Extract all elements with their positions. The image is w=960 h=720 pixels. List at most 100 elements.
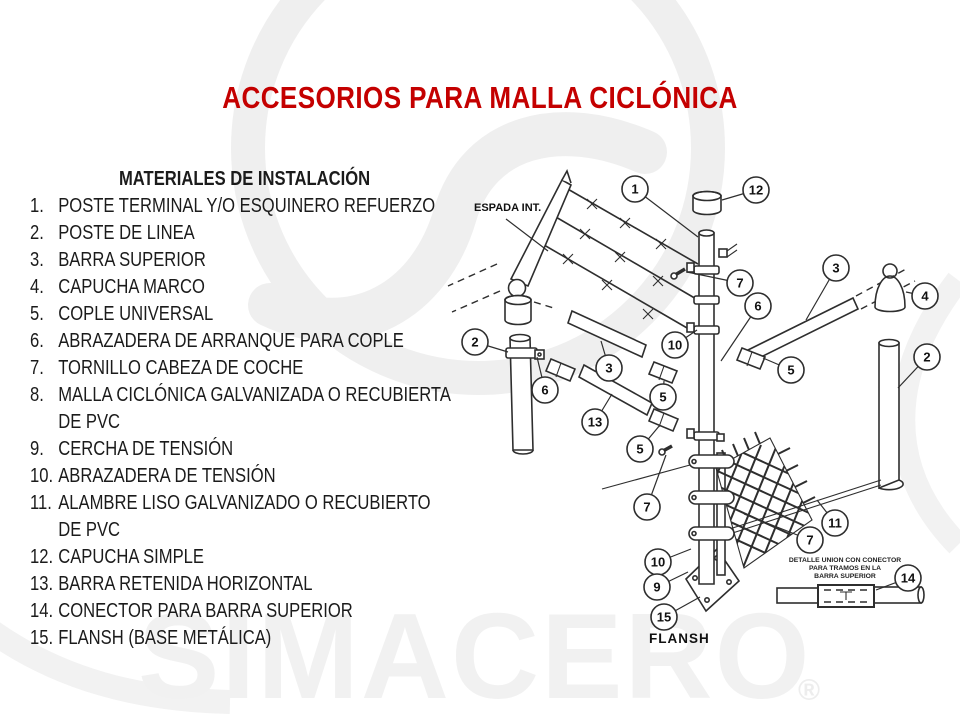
callout-5: 5 bbox=[649, 383, 677, 411]
callout-3: 3 bbox=[595, 354, 623, 382]
material-item-number: 13. bbox=[30, 573, 54, 595]
watermark-ring bbox=[231, 0, 725, 395]
svg-text:7: 7 bbox=[643, 500, 650, 515]
callout-12: 12 bbox=[742, 176, 770, 204]
material-item-number: 1. bbox=[30, 195, 44, 217]
material-item: 9.CERCHA DE TENSIÓN bbox=[30, 436, 462, 463]
material-item-number: 5. bbox=[30, 303, 44, 325]
material-item: 8.MALLA CICLÓNICA GALVANIZADA O RECUBIER… bbox=[30, 382, 462, 436]
detail-caption-line2: PARA TRAMOS EN LA bbox=[809, 565, 881, 572]
detail-caption-line3: BARRA SUPERIOR bbox=[814, 573, 876, 580]
rails-and-couplers bbox=[544, 267, 916, 433]
material-item-number: 15. bbox=[30, 627, 54, 649]
universal-coupler bbox=[647, 360, 679, 385]
registered-mark-icon: ® bbox=[798, 674, 820, 707]
line-post-right bbox=[878, 338, 904, 491]
page-title: ACCESORIOS PARA MALLA CICLÓNICA bbox=[222, 80, 738, 115]
callout-6: 6 bbox=[744, 292, 772, 320]
svg-text:10: 10 bbox=[651, 555, 665, 570]
callout-5: 5 bbox=[626, 435, 654, 463]
barb-marks bbox=[562, 198, 667, 320]
clamp-ear bbox=[534, 349, 545, 360]
material-item: 7.TORNILLO CABEZA DE COCHE bbox=[30, 355, 462, 382]
callout-7: 7 bbox=[633, 493, 661, 521]
material-item-label: BARRA SUPERIOR bbox=[58, 249, 206, 271]
material-item-number: 9. bbox=[30, 438, 44, 460]
material-item: 5. COPLE UNIVERSAL bbox=[30, 301, 462, 328]
svg-text:3: 3 bbox=[832, 261, 839, 276]
svg-text:12: 12 bbox=[749, 183, 763, 198]
top-rail-segment bbox=[567, 309, 647, 359]
espada-tip bbox=[561, 169, 572, 184]
svg-text:13: 13 bbox=[588, 415, 602, 430]
universal-coupler bbox=[544, 357, 577, 383]
material-item: 1. POSTE TERMINAL Y/O ESQUINERO REFUERZO bbox=[30, 193, 462, 220]
material-item: 14.CONECTOR PARA BARRA SUPERIOR bbox=[30, 598, 462, 625]
material-item: 11.ALAMBRE LISO GALVANIZADO O RECUBIERTO… bbox=[30, 490, 462, 544]
retained-bar bbox=[577, 363, 654, 417]
espada-label: ESPADA INT. bbox=[474, 202, 541, 214]
svg-text:14: 14 bbox=[901, 571, 916, 586]
callout-4: 4 bbox=[911, 282, 939, 310]
svg-text:6: 6 bbox=[754, 299, 761, 314]
material-item-label: TORNILLO CABEZA DE COCHE bbox=[58, 357, 304, 379]
callout-3: 3 bbox=[822, 254, 850, 282]
carriage-bolt bbox=[670, 267, 686, 280]
svg-text:5: 5 bbox=[659, 390, 666, 405]
material-item-number: 2. bbox=[30, 222, 44, 244]
material-item: 13.BARRA RETENIDA HORIZONTAL bbox=[30, 571, 462, 598]
material-item-number: 10. bbox=[30, 465, 54, 487]
band-ear bbox=[686, 322, 695, 333]
material-item: 3.BARRA SUPERIOR bbox=[30, 247, 462, 274]
connector-detail bbox=[776, 584, 925, 608]
band-ear bbox=[686, 262, 695, 273]
material-item-label: CAPUCHA MARCO bbox=[58, 276, 205, 298]
material-item-label: POSTE DE LINEA bbox=[58, 222, 195, 244]
watermark-swoosh bbox=[248, 112, 667, 342]
svg-text:5: 5 bbox=[787, 363, 794, 378]
callout-15: 15 bbox=[650, 603, 678, 631]
svg-text:1: 1 bbox=[631, 182, 638, 197]
svg-text:7: 7 bbox=[736, 276, 743, 291]
callout-11: 11 bbox=[821, 509, 849, 537]
tension-bar bbox=[716, 452, 726, 576]
material-item-number: 6. bbox=[30, 330, 44, 352]
espada-label-leader bbox=[505, 218, 549, 252]
material-item-number: 11. bbox=[30, 492, 52, 514]
callout-10: 10 bbox=[661, 331, 689, 359]
material-item-label: FLANSH (BASE METÁLICA) bbox=[58, 627, 272, 649]
callout-2: 2 bbox=[461, 328, 489, 356]
callout-13: 13 bbox=[581, 408, 609, 436]
materials-panel: MATERIALES DE INSTALACIÓN 1.POSTE TERMIN… bbox=[30, 166, 462, 652]
material-item-number: 12. bbox=[30, 546, 54, 568]
svg-text:4: 4 bbox=[921, 289, 929, 304]
callout-5: 5 bbox=[777, 356, 805, 384]
svg-text:5: 5 bbox=[636, 442, 643, 457]
flansh-label: FLANSH bbox=[649, 631, 710, 646]
material-item-label: BARRA RETENIDA HORIZONTAL bbox=[58, 573, 313, 595]
material-item-label: COPLE UNIVERSAL bbox=[58, 303, 214, 325]
callout-6: 6 bbox=[531, 376, 559, 404]
watermark-arc-right bbox=[891, 272, 960, 554]
material-item-label: CAPUCHA SIMPLE bbox=[58, 546, 204, 568]
svg-text:2: 2 bbox=[923, 350, 930, 365]
simple-cap bbox=[692, 190, 722, 216]
material-item-label: POSTE TERMINAL Y/O ESQUINERO REFUERZO bbox=[58, 195, 436, 217]
callout-10: 10 bbox=[644, 548, 672, 576]
watermark-wordmark: SIMACERO bbox=[138, 588, 811, 720]
watermark-arc-left bbox=[0, 622, 231, 714]
materials-list: 1. POSTE TERMINAL Y/O ESQUINERO REFUERZO 2… bbox=[30, 193, 462, 652]
post-band bbox=[693, 265, 720, 275]
callout-1: 1 bbox=[621, 175, 649, 203]
post-clamp bbox=[505, 347, 538, 359]
material-item: 10.ABRAZADERA DE TENSIÓN bbox=[30, 463, 462, 490]
callout-9: 9 bbox=[643, 573, 671, 601]
band-ear bbox=[686, 428, 695, 439]
callout-14: 14 bbox=[894, 564, 922, 592]
starter-clamp bbox=[718, 248, 728, 258]
callout-2: 2 bbox=[913, 343, 941, 371]
material-item-number: 8. bbox=[30, 384, 44, 406]
